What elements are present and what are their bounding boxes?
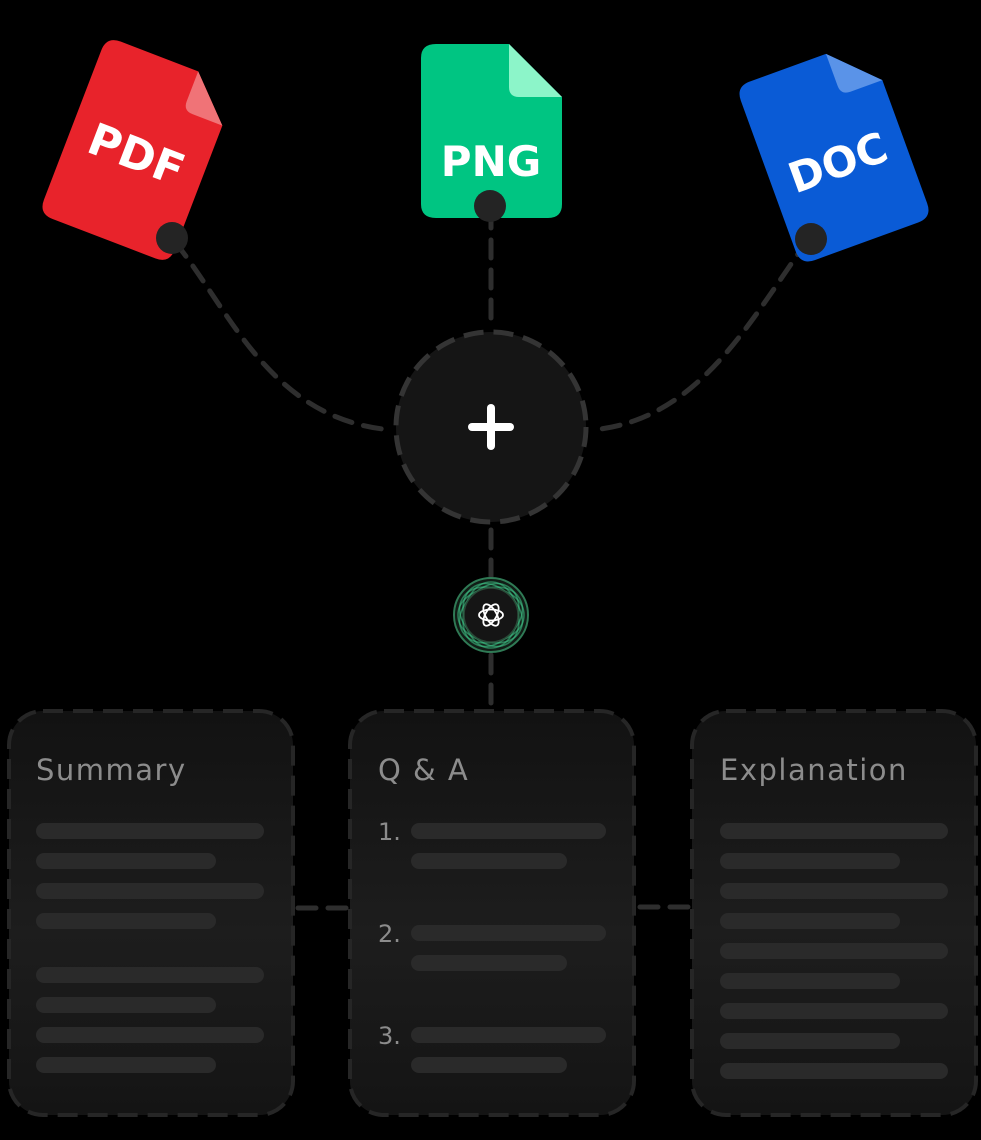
text-line bbox=[720, 1033, 900, 1049]
text-line bbox=[36, 883, 264, 899]
doc-file-icon[interactable]: DOC bbox=[736, 39, 933, 265]
connector-doc-hub bbox=[589, 237, 811, 433]
text-line bbox=[36, 1027, 264, 1043]
qa-item-number: 1. bbox=[378, 818, 401, 846]
text-line bbox=[720, 943, 948, 959]
png-file-icon[interactable]: PNG bbox=[421, 44, 562, 218]
pdf-file-body bbox=[42, 39, 223, 260]
connector-pdf-hub bbox=[172, 239, 395, 433]
text-line bbox=[36, 997, 216, 1013]
summary-card-title: Summary bbox=[36, 753, 187, 787]
png-file-label: PNG bbox=[441, 137, 541, 186]
text-line bbox=[720, 853, 900, 869]
qa-card-title: Q & A bbox=[378, 753, 469, 787]
doc-file-fold bbox=[825, 53, 883, 93]
ai-node[interactable] bbox=[449, 573, 532, 656]
png-connector-dot bbox=[474, 190, 506, 222]
text-line bbox=[720, 973, 900, 989]
text-line bbox=[411, 1057, 567, 1073]
doc-file-body bbox=[739, 53, 929, 262]
pdf-file-fold bbox=[185, 71, 223, 126]
openai-logo-icon bbox=[478, 603, 504, 627]
qa-item-number: 2. bbox=[378, 920, 401, 948]
png-file-fold bbox=[509, 44, 562, 97]
summary-card[interactable]: Summary bbox=[7, 709, 295, 1117]
summary-text-lines bbox=[36, 823, 264, 1073]
explanation-card[interactable]: Explanation bbox=[690, 709, 978, 1117]
qa-card-frame bbox=[348, 709, 636, 1117]
connectors bbox=[172, 207, 811, 911]
text-line bbox=[36, 967, 264, 983]
explanation-text-lines bbox=[720, 823, 948, 1079]
qa-text-lines bbox=[411, 823, 606, 1073]
doc-connector-dot bbox=[795, 223, 827, 255]
text-line bbox=[411, 823, 606, 839]
text-line bbox=[720, 913, 900, 929]
text-line bbox=[36, 823, 264, 839]
text-line bbox=[36, 1057, 216, 1073]
text-line bbox=[720, 1063, 948, 1079]
text-line bbox=[411, 853, 567, 869]
explanation-card-title: Explanation bbox=[720, 753, 908, 787]
pdf-file-icon[interactable]: PDF bbox=[39, 36, 238, 264]
text-line bbox=[720, 1003, 948, 1019]
qa-item-number: 3. bbox=[378, 1022, 401, 1050]
text-line bbox=[720, 883, 948, 899]
pdf-connector-dot bbox=[156, 222, 188, 254]
merge-hub[interactable] bbox=[393, 329, 589, 525]
text-line bbox=[411, 925, 606, 941]
qa-card[interactable]: Q & A 1. 2. 3. bbox=[348, 709, 636, 1117]
text-line bbox=[720, 823, 948, 839]
text-line bbox=[411, 955, 567, 971]
text-line bbox=[411, 1027, 606, 1043]
plus-icon bbox=[468, 404, 514, 450]
text-line bbox=[36, 853, 216, 869]
text-line bbox=[36, 913, 216, 929]
ai-node-inner bbox=[463, 587, 519, 643]
